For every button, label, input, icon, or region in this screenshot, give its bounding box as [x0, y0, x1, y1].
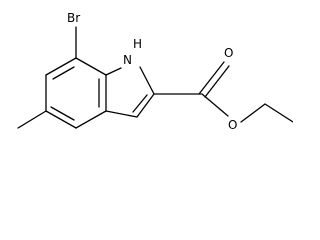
bond-c3a-c4 — [75, 110, 107, 129]
bond-c2-c3 — [136, 93, 155, 118]
bond-ch2-ch3 — [264, 103, 293, 123]
bond-c2-c3-inner — [132, 94, 148, 113]
bond-ester-o-ch2 — [240, 103, 266, 123]
bond-carbonyl-ester-o — [201, 93, 229, 117]
ester-oxygen-label: O — [228, 118, 237, 132]
bond-n1-c2 — [139, 66, 155, 95]
pyrrole-ring — [105, 66, 155, 118]
bond-carbonyl-o-a — [198, 61, 225, 95]
bond-c6-c7 — [45, 57, 77, 76]
bond-c3-c3a — [105, 110, 138, 118]
bromine-label: Br — [67, 11, 80, 25]
nitrogen-label: N — [123, 53, 132, 67]
substituents — [17, 26, 293, 129]
benzene-ring — [45, 57, 107, 129]
bond-carbonyl-o-b — [204, 65, 230, 98]
chemical-structure: Br H N O O — [17, 11, 293, 132]
bond-c4-c5-inner — [50, 106, 75, 121]
bond-c4-c5 — [45, 110, 77, 129]
carbonyl-oxygen-label: O — [224, 46, 233, 60]
bond-c6-c7-inner — [52, 66, 75, 80]
bond-c5-methyl — [17, 110, 47, 129]
bond-c7-c7a — [75, 57, 107, 76]
nitrogen-hydrogen-label: H — [133, 37, 142, 51]
bond-c7a-n1 — [105, 67, 122, 76]
